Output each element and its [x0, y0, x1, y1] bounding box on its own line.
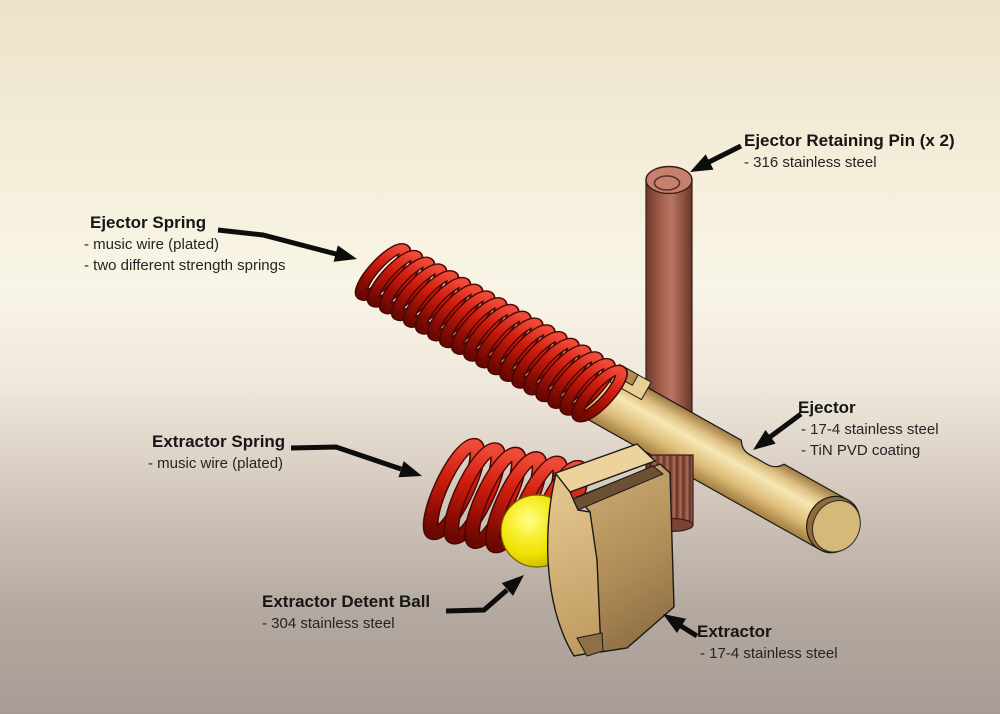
callout-detail: - 17-4 stainless steel	[801, 421, 939, 438]
callout-detail: - 316 stainless steel	[744, 154, 877, 171]
callout-detail: - 304 stainless steel	[262, 615, 395, 632]
callout-title: Extractor Detent Ball	[262, 592, 431, 611]
arrowhead	[690, 154, 714, 172]
arrow-extractor-spring	[290, 444, 422, 478]
callout-ejector-spring: Ejector Spring - music wire (plated) - t…	[84, 212, 286, 276]
arrow-extractor-detent-ball	[445, 575, 524, 614]
callout-detail: - two different strength springs	[84, 257, 286, 274]
callout-title: Extractor	[697, 622, 772, 641]
callout-detail: - TiN PVD coating	[801, 442, 921, 459]
callout-title: Ejector	[798, 398, 856, 417]
ejector-spring	[354, 243, 628, 423]
callout-title: Ejector Spring	[90, 213, 207, 232]
pin-dome-ring	[653, 175, 681, 191]
callout-extractor-spring: Extractor Spring - music wire (plated)	[148, 431, 285, 474]
arrow-ejector-spring	[217, 227, 357, 262]
extractor	[546, 443, 675, 657]
callout-extractor: Extractor - 17-4 stainless steel	[697, 621, 838, 664]
callout-extractor-detent-ball: Extractor Detent Ball - 304 stainless st…	[262, 591, 430, 634]
spring-coil	[572, 366, 627, 422]
callout-title: Ejector Retaining Pin (x 2)	[744, 131, 955, 150]
arrow-ejector	[753, 411, 803, 450]
rod-end-face	[812, 500, 861, 553]
arrow-extractor	[663, 614, 699, 639]
arrowhead	[333, 245, 357, 262]
callout-arrows	[217, 143, 803, 639]
callout-title: Extractor Spring	[152, 432, 286, 451]
arrowhead	[501, 575, 524, 596]
callout-detail: - 17-4 stainless steel	[700, 645, 838, 662]
arrowhead	[753, 430, 776, 450]
callout-ejector: Ejector - 17-4 stainless steel - TiN PVD…	[798, 397, 939, 461]
callout-detail: - music wire (plated)	[84, 236, 220, 253]
extractor-bottom-notch	[576, 632, 604, 657]
arrowhead	[398, 461, 422, 478]
callout-ejector-retaining-pin: Ejector Retaining Pin (x 2) - 316 stainl…	[744, 130, 955, 173]
callout-detail: - music wire (plated)	[148, 455, 284, 472]
arrow-ejector-retaining-pin	[690, 143, 743, 172]
arrowhead	[663, 614, 687, 633]
